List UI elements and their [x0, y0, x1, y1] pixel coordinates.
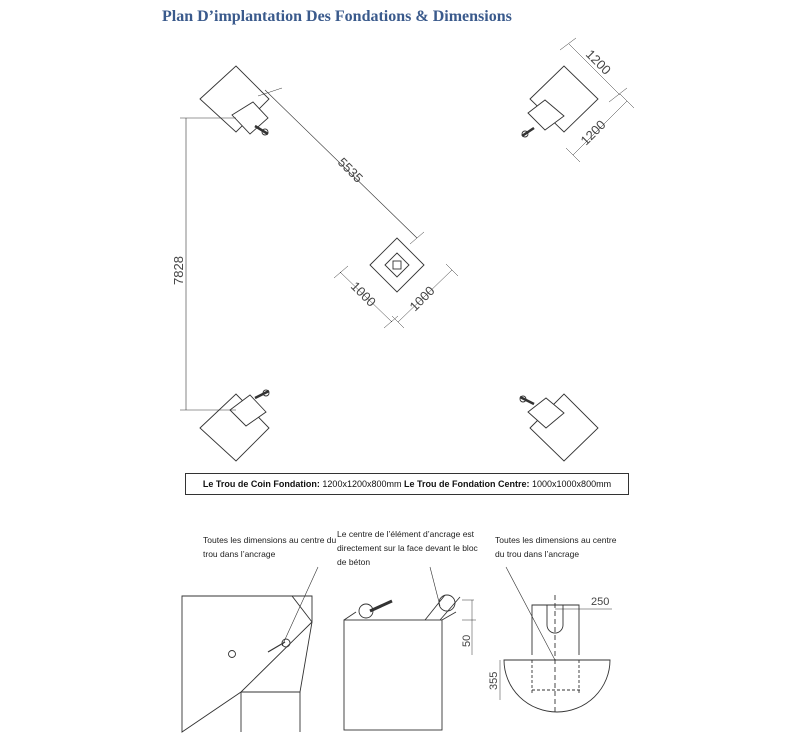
corner-foundation-top-right [521, 65, 599, 138]
spec-corner-value: 1200x1200x800mm [322, 479, 402, 489]
dimension-lines-center [333, 263, 459, 329]
detail-block-left [181, 566, 319, 733]
dimension-line-vertical [180, 117, 236, 411]
dimension-lines-corner [559, 37, 635, 163]
corner-foundation-bottom-left [199, 389, 270, 462]
note-left: Toutes les dimensions au centre du trou … [203, 535, 337, 559]
spec-center-value: 1000x1000x800mm [532, 479, 612, 489]
dimension-line-diagonal [257, 87, 425, 245]
dim-corner-b-label: 1200 [578, 117, 609, 148]
corner-foundation-bottom-right [519, 393, 599, 462]
foundation-spec-box: Le Trou de Coin Fondation: 1200x1200x800… [185, 473, 629, 495]
dim-vertical-label: 7828 [171, 256, 186, 285]
dim-center-b-label: 1000 [407, 283, 438, 314]
dim-offset-top-label: 250 [591, 596, 609, 608]
spec-corner-label: Le Trou de Coin Fondation: [202, 479, 320, 489]
detail-block-right [499, 566, 612, 713]
center-foundation [369, 237, 425, 293]
note-middle: Le centre de l’élément d’ancrage est dir… [337, 529, 478, 567]
dim-diagonal-label: 5535 [335, 155, 366, 186]
corner-foundation-top-left [199, 65, 270, 136]
note-right: Toutes les dimensions au centre du trou … [495, 535, 617, 559]
dim-offset-side-label: 50 [461, 635, 473, 647]
detail-block-middle [343, 566, 476, 731]
page-title: Plan D’implantation Des Fondations & Dim… [162, 8, 512, 25]
spec-center-label: Le Trou de Fondation Centre: [404, 479, 530, 489]
dim-depth-label: 355 [488, 672, 500, 690]
dim-corner-a-label: 1200 [583, 47, 614, 78]
